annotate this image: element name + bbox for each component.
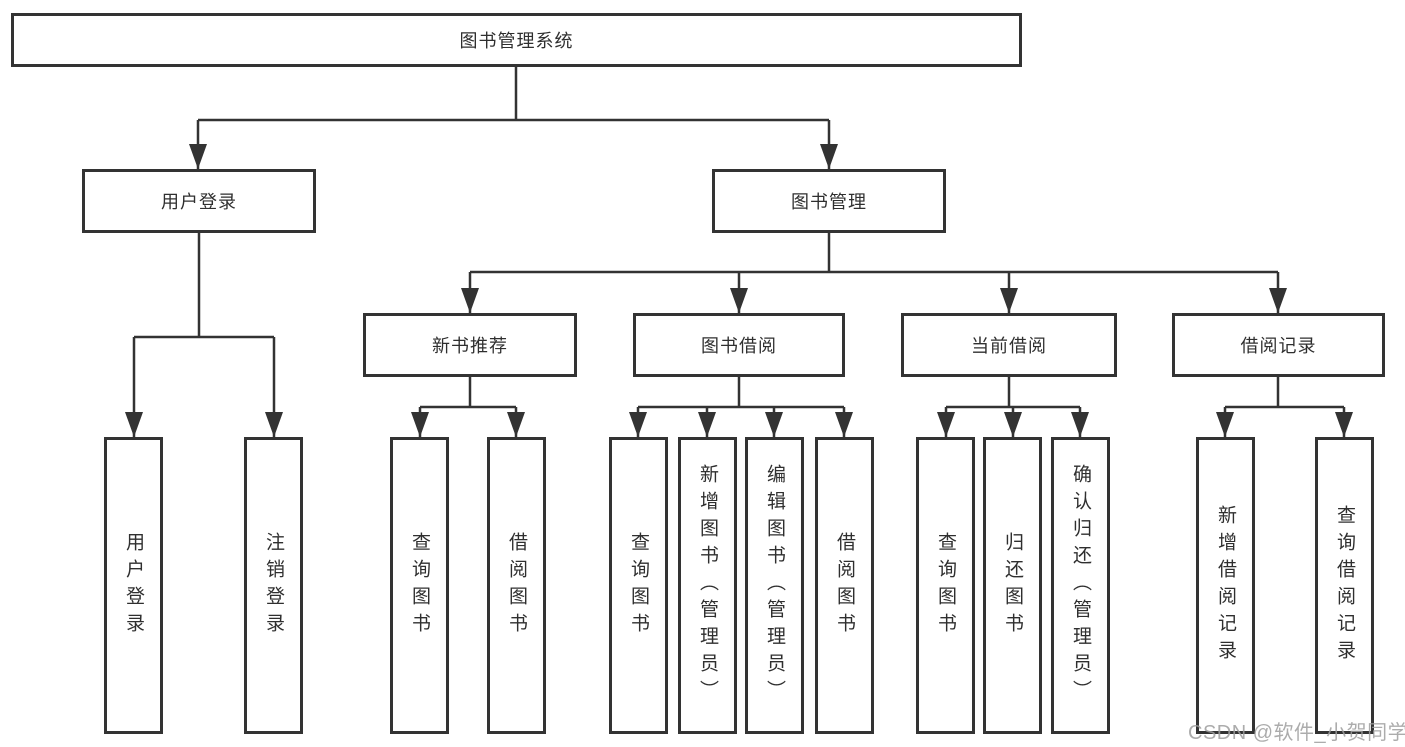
node-user-login: 用户登录 — [82, 169, 316, 233]
node-current-borrowing: 当前借阅 — [901, 313, 1117, 377]
leaf-confirm-return-admin: 确认归还（管理员） — [1051, 437, 1110, 734]
node-borrowing-records: 借阅记录 — [1172, 313, 1385, 377]
leaf-edit-books-admin: 编辑图书（管理员） — [745, 437, 804, 734]
leaf-logout: 注销登录 — [244, 437, 303, 734]
arrowhead-icons — [125, 144, 1353, 437]
connector-lines — [132, 67, 1346, 437]
leaf-query-books-recommend: 查询图书 — [390, 437, 449, 734]
csdn-watermark: CSDN @软件_小贺同学 — [1188, 722, 1405, 744]
node-book-management: 图书管理 — [712, 169, 946, 233]
node-new-book-recommend: 新书推荐 — [363, 313, 577, 377]
node-root-library-system: 图书管理系统 — [11, 13, 1022, 67]
leaf-add-books-admin: 新增图书（管理员） — [678, 437, 737, 734]
leaf-query-borrow-record: 查询借阅记录 — [1315, 437, 1374, 734]
leaf-borrow-books: 借阅图书 — [815, 437, 874, 734]
leaf-return-books: 归还图书 — [983, 437, 1042, 734]
node-book-borrowing: 图书借阅 — [633, 313, 845, 377]
leaf-query-books-borrowing: 查询图书 — [609, 437, 668, 734]
leaf-add-borrow-record: 新增借阅记录 — [1196, 437, 1255, 734]
leaf-borrow-books-recommend: 借阅图书 — [487, 437, 546, 734]
leaf-query-books-current: 查询图书 — [916, 437, 975, 734]
leaf-user-login: 用户登录 — [104, 437, 163, 734]
